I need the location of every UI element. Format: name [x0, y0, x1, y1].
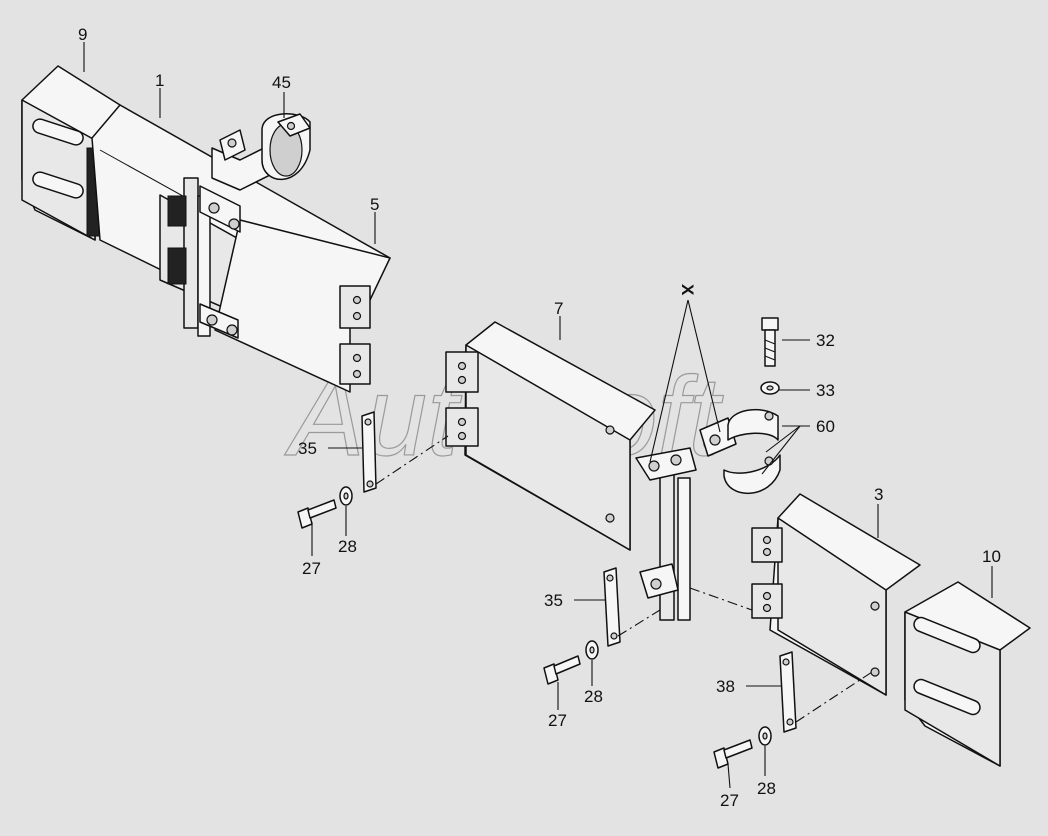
- callout-27-right: 27: [720, 791, 739, 810]
- callout-35-left: 35: [298, 439, 317, 458]
- callout-28-right: 28: [757, 779, 776, 798]
- callout-35-center: 35: [544, 591, 563, 610]
- callout-28-left: 28: [338, 537, 357, 556]
- bolt-27-left: [297, 499, 337, 529]
- callout-3: 3: [874, 485, 883, 504]
- callout-27-left: 27: [302, 559, 321, 578]
- washer-28-left: [339, 486, 353, 506]
- mounting-bracket-center: [635, 417, 737, 621]
- callout-1: 1: [155, 71, 164, 90]
- guard-left-cover-5: [214, 219, 391, 393]
- bolt-32: [761, 317, 779, 367]
- strap-35-left: [361, 411, 377, 493]
- callout-27-center: 27: [548, 711, 567, 730]
- strap-38: [779, 651, 797, 733]
- assembly-lines: [375, 435, 873, 723]
- callout-38: 38: [716, 677, 735, 696]
- guard-middle-section-7: [445, 321, 656, 551]
- washer-28-right: [758, 726, 772, 746]
- callout-32: 32: [816, 331, 835, 350]
- callout-9: 9: [78, 25, 87, 44]
- callout-33: 33: [816, 381, 835, 400]
- callout-5: 5: [370, 195, 379, 214]
- washer-28-center: [585, 640, 599, 660]
- callout-labels: 9 1 45 5 7 X 32 33 60 3 10 35 27 28 35 2…: [78, 25, 1001, 810]
- washer-33: [760, 381, 780, 395]
- pipe-clamp-60: [723, 408, 781, 494]
- callout-x: X: [678, 284, 697, 296]
- callout-10: 10: [982, 547, 1001, 566]
- guard-right-section-3: [751, 493, 921, 696]
- callout-28-center: 28: [584, 687, 603, 706]
- guard-right-end-cap-10: [904, 581, 1031, 767]
- bolt-27-right: [713, 739, 753, 769]
- pipe-clamp-45: [261, 113, 311, 181]
- bolt-27-center: [543, 655, 581, 685]
- strap-35-center: [603, 567, 621, 647]
- callout-60: 60: [816, 417, 835, 436]
- callout-7: 7: [554, 299, 563, 318]
- leader-lines: [83, 42, 993, 789]
- callout-45: 45: [272, 73, 291, 92]
